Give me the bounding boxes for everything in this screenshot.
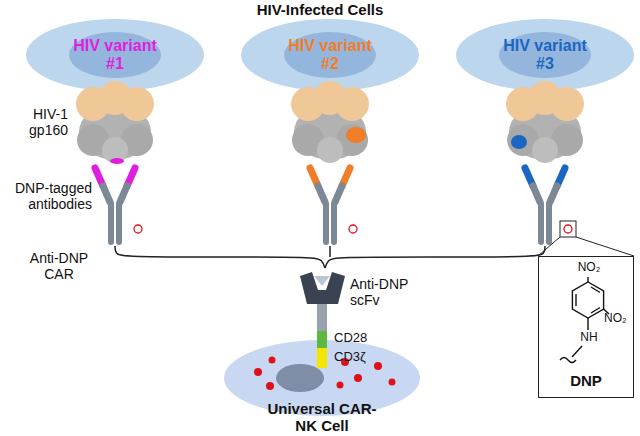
part-label: CD28 xyxy=(334,331,384,346)
structure-name: DNP xyxy=(570,372,602,389)
cell-nucleus xyxy=(499,32,591,78)
chemical-group: NH xyxy=(577,331,601,345)
chemical-group: NO₂ xyxy=(604,312,634,326)
gp160-trimers xyxy=(76,81,584,164)
callout-box xyxy=(560,221,576,237)
part-label: HIV-1 gp160 xyxy=(0,106,68,138)
part-label: DNP-tagged antibodies xyxy=(0,180,92,212)
bracket xyxy=(115,246,545,268)
part-label: CD3ζ xyxy=(334,350,384,365)
antibodies xyxy=(95,168,572,242)
car-receptor xyxy=(300,272,345,368)
leader-line xyxy=(538,237,560,256)
cell-caption: Universal CAR-NK Cell xyxy=(260,400,385,435)
cell-nucleus xyxy=(284,32,376,78)
cell-label: HIV variant #1 xyxy=(65,37,165,74)
cell-ellipse: HIV variant #1 xyxy=(25,18,205,92)
cell-nucleus xyxy=(69,32,161,78)
granules xyxy=(254,357,396,391)
cell-ellipse: HIV variant #2 xyxy=(240,18,420,92)
cell-ellipse: HIV variant #3 xyxy=(455,18,635,92)
title: HIV-Infected Cells xyxy=(0,1,640,18)
cell-label: HIV variant #3 xyxy=(495,37,595,74)
part-label: Anti-DNP scFv xyxy=(350,276,430,308)
chemical-group: NO₂ xyxy=(574,261,604,275)
cell-label: HIV variant #2 xyxy=(280,37,380,74)
part-label: Anti-DNP CAR xyxy=(18,250,100,282)
nk-nucleus xyxy=(276,364,324,392)
leader-line xyxy=(576,237,634,256)
structure-box: DNP xyxy=(538,256,634,398)
dnp-structure xyxy=(560,277,609,363)
